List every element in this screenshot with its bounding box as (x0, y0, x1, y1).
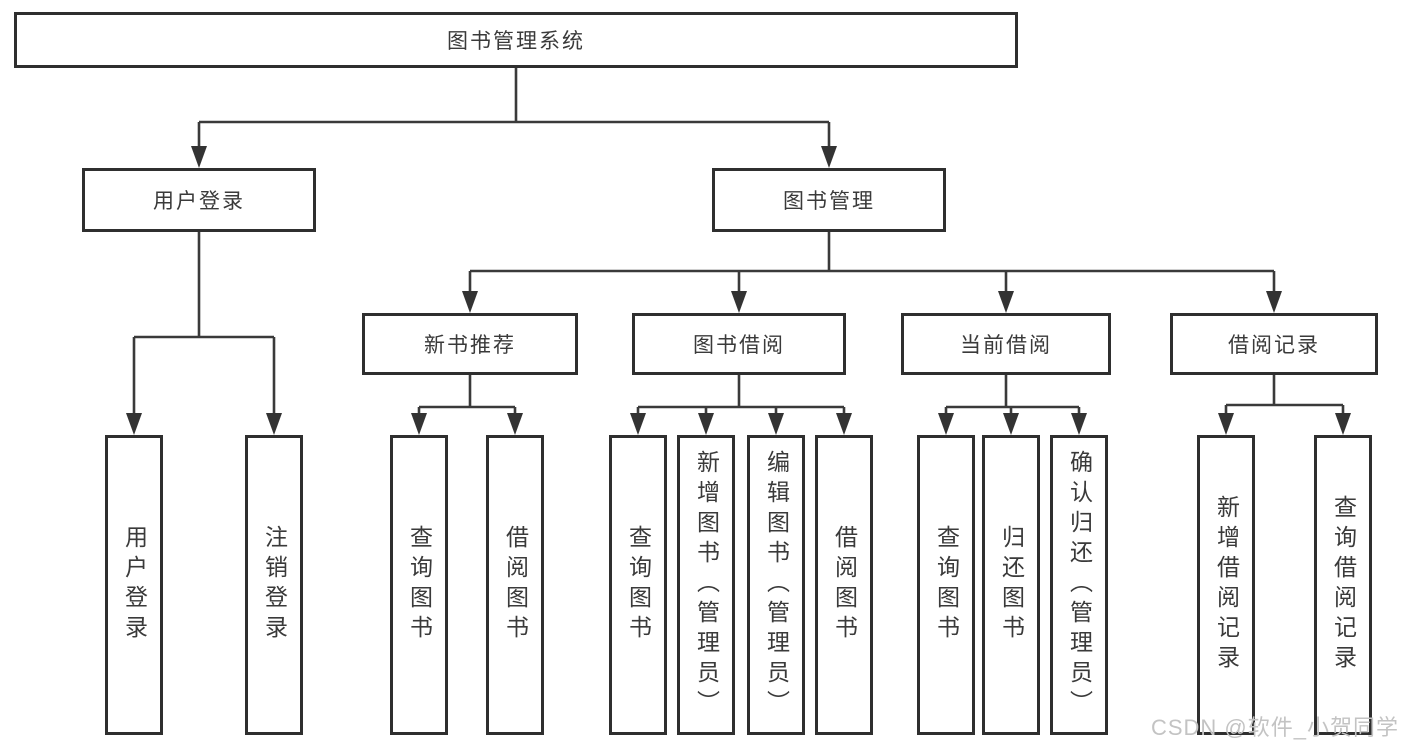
arrowhead-icon (462, 291, 478, 313)
leaf-recommend-query-book: 查询图书 (390, 435, 448, 735)
arrowhead-icon (998, 291, 1014, 313)
arrowhead-icon (938, 413, 954, 435)
arrowhead-icon (1003, 413, 1019, 435)
leaf-label: 查询图书 (933, 525, 960, 645)
node-label: 借阅记录 (1228, 334, 1320, 357)
node-current-borrow: 当前借阅 (901, 313, 1111, 375)
arrowhead-icon (1071, 413, 1087, 435)
node-label: 用户登录 (153, 190, 245, 213)
leaf-label: 借阅图书 (502, 525, 529, 645)
leaf-label: 用户登录 (121, 525, 148, 645)
node-label: 新书推荐 (424, 334, 516, 357)
node-book-management: 图书管理 (712, 168, 946, 232)
leaf-borrow-book: 借阅图书 (815, 435, 873, 735)
arrowhead-icon (266, 413, 282, 435)
connector-records-trunk (1226, 375, 1343, 407)
leaf-label: 查询借阅记录 (1330, 495, 1357, 675)
node-borrow-records: 借阅记录 (1170, 313, 1378, 375)
leaf-confirm-return-admin: 确认归还（管理员） (1050, 435, 1108, 735)
connector-login-trunk (134, 232, 274, 339)
arrowhead-icon (411, 413, 427, 435)
connector-recommend-trunk (419, 375, 515, 409)
leaf-edit-book-admin: 编辑图书（管理员） (747, 435, 805, 735)
arrowhead-icon (126, 413, 142, 435)
node-new-book-recommend: 新书推荐 (362, 313, 578, 375)
leaf-label: 确认归还（管理员） (1066, 450, 1093, 720)
leaf-logout: 注销登录 (245, 435, 303, 735)
connector-borrow-trunk (638, 375, 844, 409)
arrowhead-icon (630, 413, 646, 435)
connector-mgmt-trunk (470, 232, 1274, 273)
arrowhead-icon (1218, 413, 1234, 435)
arrowhead-icon (191, 146, 207, 168)
arrowhead-icon (731, 291, 747, 313)
arrowhead-icon (821, 146, 837, 168)
node-label: 当前借阅 (960, 334, 1052, 357)
arrowhead-icon (836, 413, 852, 435)
leaf-query-borrow-record: 查询借阅记录 (1314, 435, 1372, 735)
arrowhead-icon (1266, 291, 1282, 313)
node-user-login: 用户登录 (82, 168, 316, 232)
leaf-add-borrow-record: 新增借阅记录 (1197, 435, 1255, 735)
node-book-borrow: 图书借阅 (632, 313, 846, 375)
leaf-label: 借阅图书 (831, 525, 858, 645)
leaf-current-query-book: 查询图书 (917, 435, 975, 735)
arrowhead-icon (768, 413, 784, 435)
node-label: 图书管理系统 (447, 30, 585, 53)
leaf-label: 编辑图书（管理员） (763, 450, 790, 720)
arrowhead-icon (507, 413, 523, 435)
node-label: 图书借阅 (693, 334, 785, 357)
arrowhead-icon (1335, 413, 1351, 435)
leaf-label: 归还图书 (998, 525, 1025, 645)
leaf-borrow-query-book: 查询图书 (609, 435, 667, 735)
connector-current-trunk (946, 375, 1079, 409)
leaf-label: 查询图书 (625, 525, 652, 645)
node-root-system: 图书管理系统 (14, 12, 1018, 68)
connector-root-trunk (199, 68, 829, 124)
leaf-label: 新增借阅记录 (1213, 495, 1240, 675)
leaf-label: 新增图书（管理员） (693, 450, 720, 720)
leaf-add-book-admin: 新增图书（管理员） (677, 435, 735, 735)
arrowhead-icon (698, 413, 714, 435)
leaf-user-login: 用户登录 (105, 435, 163, 735)
csdn-watermark: CSDN @软件_小贺同学 (1150, 715, 1399, 740)
leaf-label: 查询图书 (406, 525, 433, 645)
leaf-label: 注销登录 (261, 525, 288, 645)
node-label: 图书管理 (783, 190, 875, 213)
leaf-recommend-borrow-book: 借阅图书 (486, 435, 544, 735)
leaf-return-book: 归还图书 (982, 435, 1040, 735)
